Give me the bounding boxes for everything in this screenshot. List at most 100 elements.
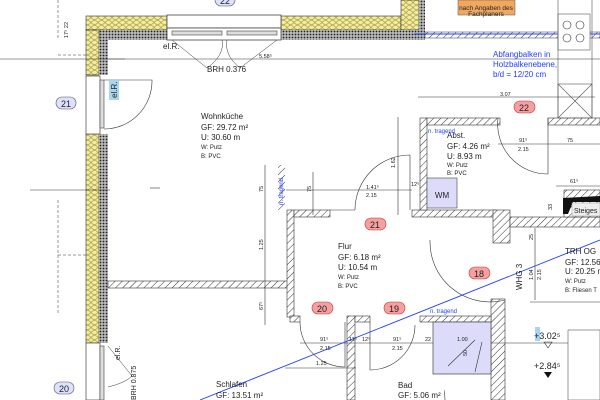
- svg-text:3.07: 3.07: [500, 92, 511, 98]
- el-r-label-2: el.R.: [109, 80, 119, 100]
- svg-text:33: 33: [548, 204, 554, 210]
- svg-text:2.15: 2.15: [518, 147, 529, 153]
- stair: [567, 329, 600, 400]
- dimension-texts: 17⁵ 22 5.58⁵ 3.07 91⁵ 2.15 75 61⁵ 1.41⁵ …: [63, 22, 578, 367]
- exterior-wall-top: [85, 0, 600, 40]
- door-swings: [299, 117, 549, 400]
- svg-text:Bad: Bad: [398, 381, 412, 390]
- room-tag-18: 18: [468, 266, 491, 280]
- svg-text:B: Fliesen T: B: Fliesen T: [565, 288, 597, 294]
- svg-text:1.04: 1.04: [529, 269, 535, 280]
- svg-text:Flur: Flur: [338, 242, 352, 251]
- room-wohnkueche: Wohnküche GF: 29.72 m² U: 30.60 m W: Put…: [201, 112, 248, 160]
- stove-icon: [557, 13, 591, 51]
- svg-text:U: 30.60 m: U: 30.60 m: [201, 133, 240, 142]
- svg-text:GF: 5.06 m²: GF: 5.06 m²: [398, 391, 441, 400]
- svg-text:B: PVC: B: PVC: [338, 284, 358, 290]
- svg-text:22: 22: [519, 103, 529, 113]
- svg-text:GF: 12.56: GF: 12.56: [565, 258, 600, 267]
- window-top: [166, 14, 282, 69]
- axis-tag-20: 20: [53, 381, 75, 395]
- svg-text:21: 21: [61, 99, 71, 109]
- washing-machine: [426, 177, 458, 209]
- svg-text:61⁵: 61⁵: [570, 178, 578, 185]
- svg-text:GF: 29.72 m²: GF: 29.72 m²: [201, 123, 248, 132]
- note-line-2: Fachplaners: [468, 11, 505, 18]
- svg-text:W: Putz: W: Putz: [447, 163, 468, 169]
- svg-text:1.41⁵: 1.41⁵: [366, 184, 379, 191]
- svg-text:91⁵: 91⁵: [519, 137, 527, 144]
- svg-text:Wohnküche: Wohnküche: [201, 112, 244, 121]
- svg-text:GF: 13.51 m²: GF: 13.51 m²: [216, 391, 263, 400]
- whg-label: WHG 3: [515, 263, 524, 290]
- svg-text:W: Putz: W: Putz: [565, 279, 586, 285]
- brh-label-1: BRH 0.376: [207, 65, 247, 74]
- svg-text:B: PVC: B: PVC: [447, 171, 467, 177]
- svg-text:20: 20: [317, 304, 327, 314]
- room-tag-20: 20: [311, 301, 334, 315]
- n-tragend-1: n. tragend: [428, 129, 455, 135]
- svg-text:12⁵: 12⁵: [362, 336, 370, 343]
- note-line-1: nach Angaben des: [459, 5, 514, 12]
- svg-text:22: 22: [220, 0, 230, 6]
- n-tragend-2: n. tragend: [279, 178, 285, 205]
- svg-text:1.62: 1.62: [391, 157, 397, 168]
- svg-text:91⁵: 91⁵: [320, 336, 328, 343]
- svg-text:el.R.: el.R.: [110, 82, 119, 98]
- svg-text:+3.02⁵: +3.02⁵: [534, 331, 561, 341]
- n-tragend-3: n. tragend: [430, 309, 457, 315]
- room-bad: Bad GF: 5.06 m²: [396, 380, 444, 400]
- room-flur: Flur GF: 6.18 m² U: 10.54 m W: Putz B: P…: [338, 242, 381, 290]
- svg-text:W: Putz: W: Putz: [338, 275, 359, 281]
- svg-text:B: PVC: B: PVC: [201, 154, 221, 160]
- shaft-icon: [557, 83, 593, 119]
- svg-text:Schlafen: Schlafen: [216, 380, 247, 389]
- svg-text:1.25: 1.25: [316, 361, 327, 367]
- svg-text:50: 50: [463, 350, 469, 356]
- svg-text:75: 75: [259, 186, 265, 192]
- svg-text:11⁵: 11⁵: [349, 336, 357, 343]
- room-tag-21: 21: [364, 217, 387, 231]
- svg-text:+2.84⁵: +2.84⁵: [534, 361, 561, 371]
- svg-text:GF: 4.26 m²: GF: 4.26 m²: [447, 142, 490, 151]
- svg-text:22: 22: [425, 337, 431, 343]
- svg-text:75: 75: [307, 186, 313, 192]
- beam-note-1: Abfangbalken in: [493, 50, 550, 59]
- svg-text:2.15: 2.15: [392, 346, 403, 352]
- svg-text:TRH OG: TRH OG: [565, 247, 596, 256]
- svg-text:20: 20: [59, 384, 69, 394]
- stair-label: Steiges: [574, 208, 598, 215]
- beam-note-2: Holzbalkenebene,: [493, 60, 557, 69]
- brh-label-2: BRH 0.875: [131, 366, 138, 400]
- room-schlafen: Schlafen GF: 13.51 m²: [216, 380, 263, 400]
- axis-tag-22: 22: [214, 0, 236, 7]
- exterior-wall-left: [85, 29, 153, 400]
- el-r-label-3: el.R.: [115, 346, 122, 360]
- svg-text:1.00: 1.00: [457, 337, 468, 343]
- room-abst: Abst. GF: 4.26 m² U: 8.93 m W: Putz B: P…: [447, 131, 490, 177]
- svg-text:U: 8.93 m: U: 8.93 m: [447, 152, 482, 161]
- level-marker-1: +3.02⁵: [534, 327, 561, 349]
- svg-text:91⁵: 91⁵: [393, 336, 401, 343]
- svg-text:12⁵: 12⁵: [411, 181, 419, 188]
- svg-text:1.25: 1.25: [259, 239, 265, 250]
- room-tag-22: 22: [513, 100, 536, 114]
- note-box: [457, 0, 516, 16]
- svg-text:U: 20.25 m: U: 20.25 m: [565, 267, 600, 276]
- svg-text:19: 19: [389, 304, 399, 314]
- washing-machine-label: WM: [435, 191, 450, 200]
- svg-text:21: 21: [370, 220, 380, 230]
- shower-tray: [432, 321, 492, 375]
- svg-text:18: 18: [474, 269, 484, 279]
- el-r-label-1: el.R.: [163, 42, 179, 51]
- svg-text:25: 25: [529, 234, 535, 240]
- svg-text:GF: 6.18 m²: GF: 6.18 m²: [338, 253, 381, 262]
- beam-note-3: b/d = 12/20 cm: [493, 70, 546, 79]
- svg-text:2.15: 2.15: [366, 193, 377, 199]
- svg-text:U: 10.54 m: U: 10.54 m: [338, 263, 377, 272]
- svg-text:75: 75: [567, 138, 573, 144]
- svg-text:2.15: 2.15: [320, 346, 331, 352]
- level-marker-2: +2.84⁵: [534, 361, 561, 378]
- room-trh-og: TRH OG GF: 12.56 U: 20.25 m W: Putz B: F…: [565, 247, 600, 294]
